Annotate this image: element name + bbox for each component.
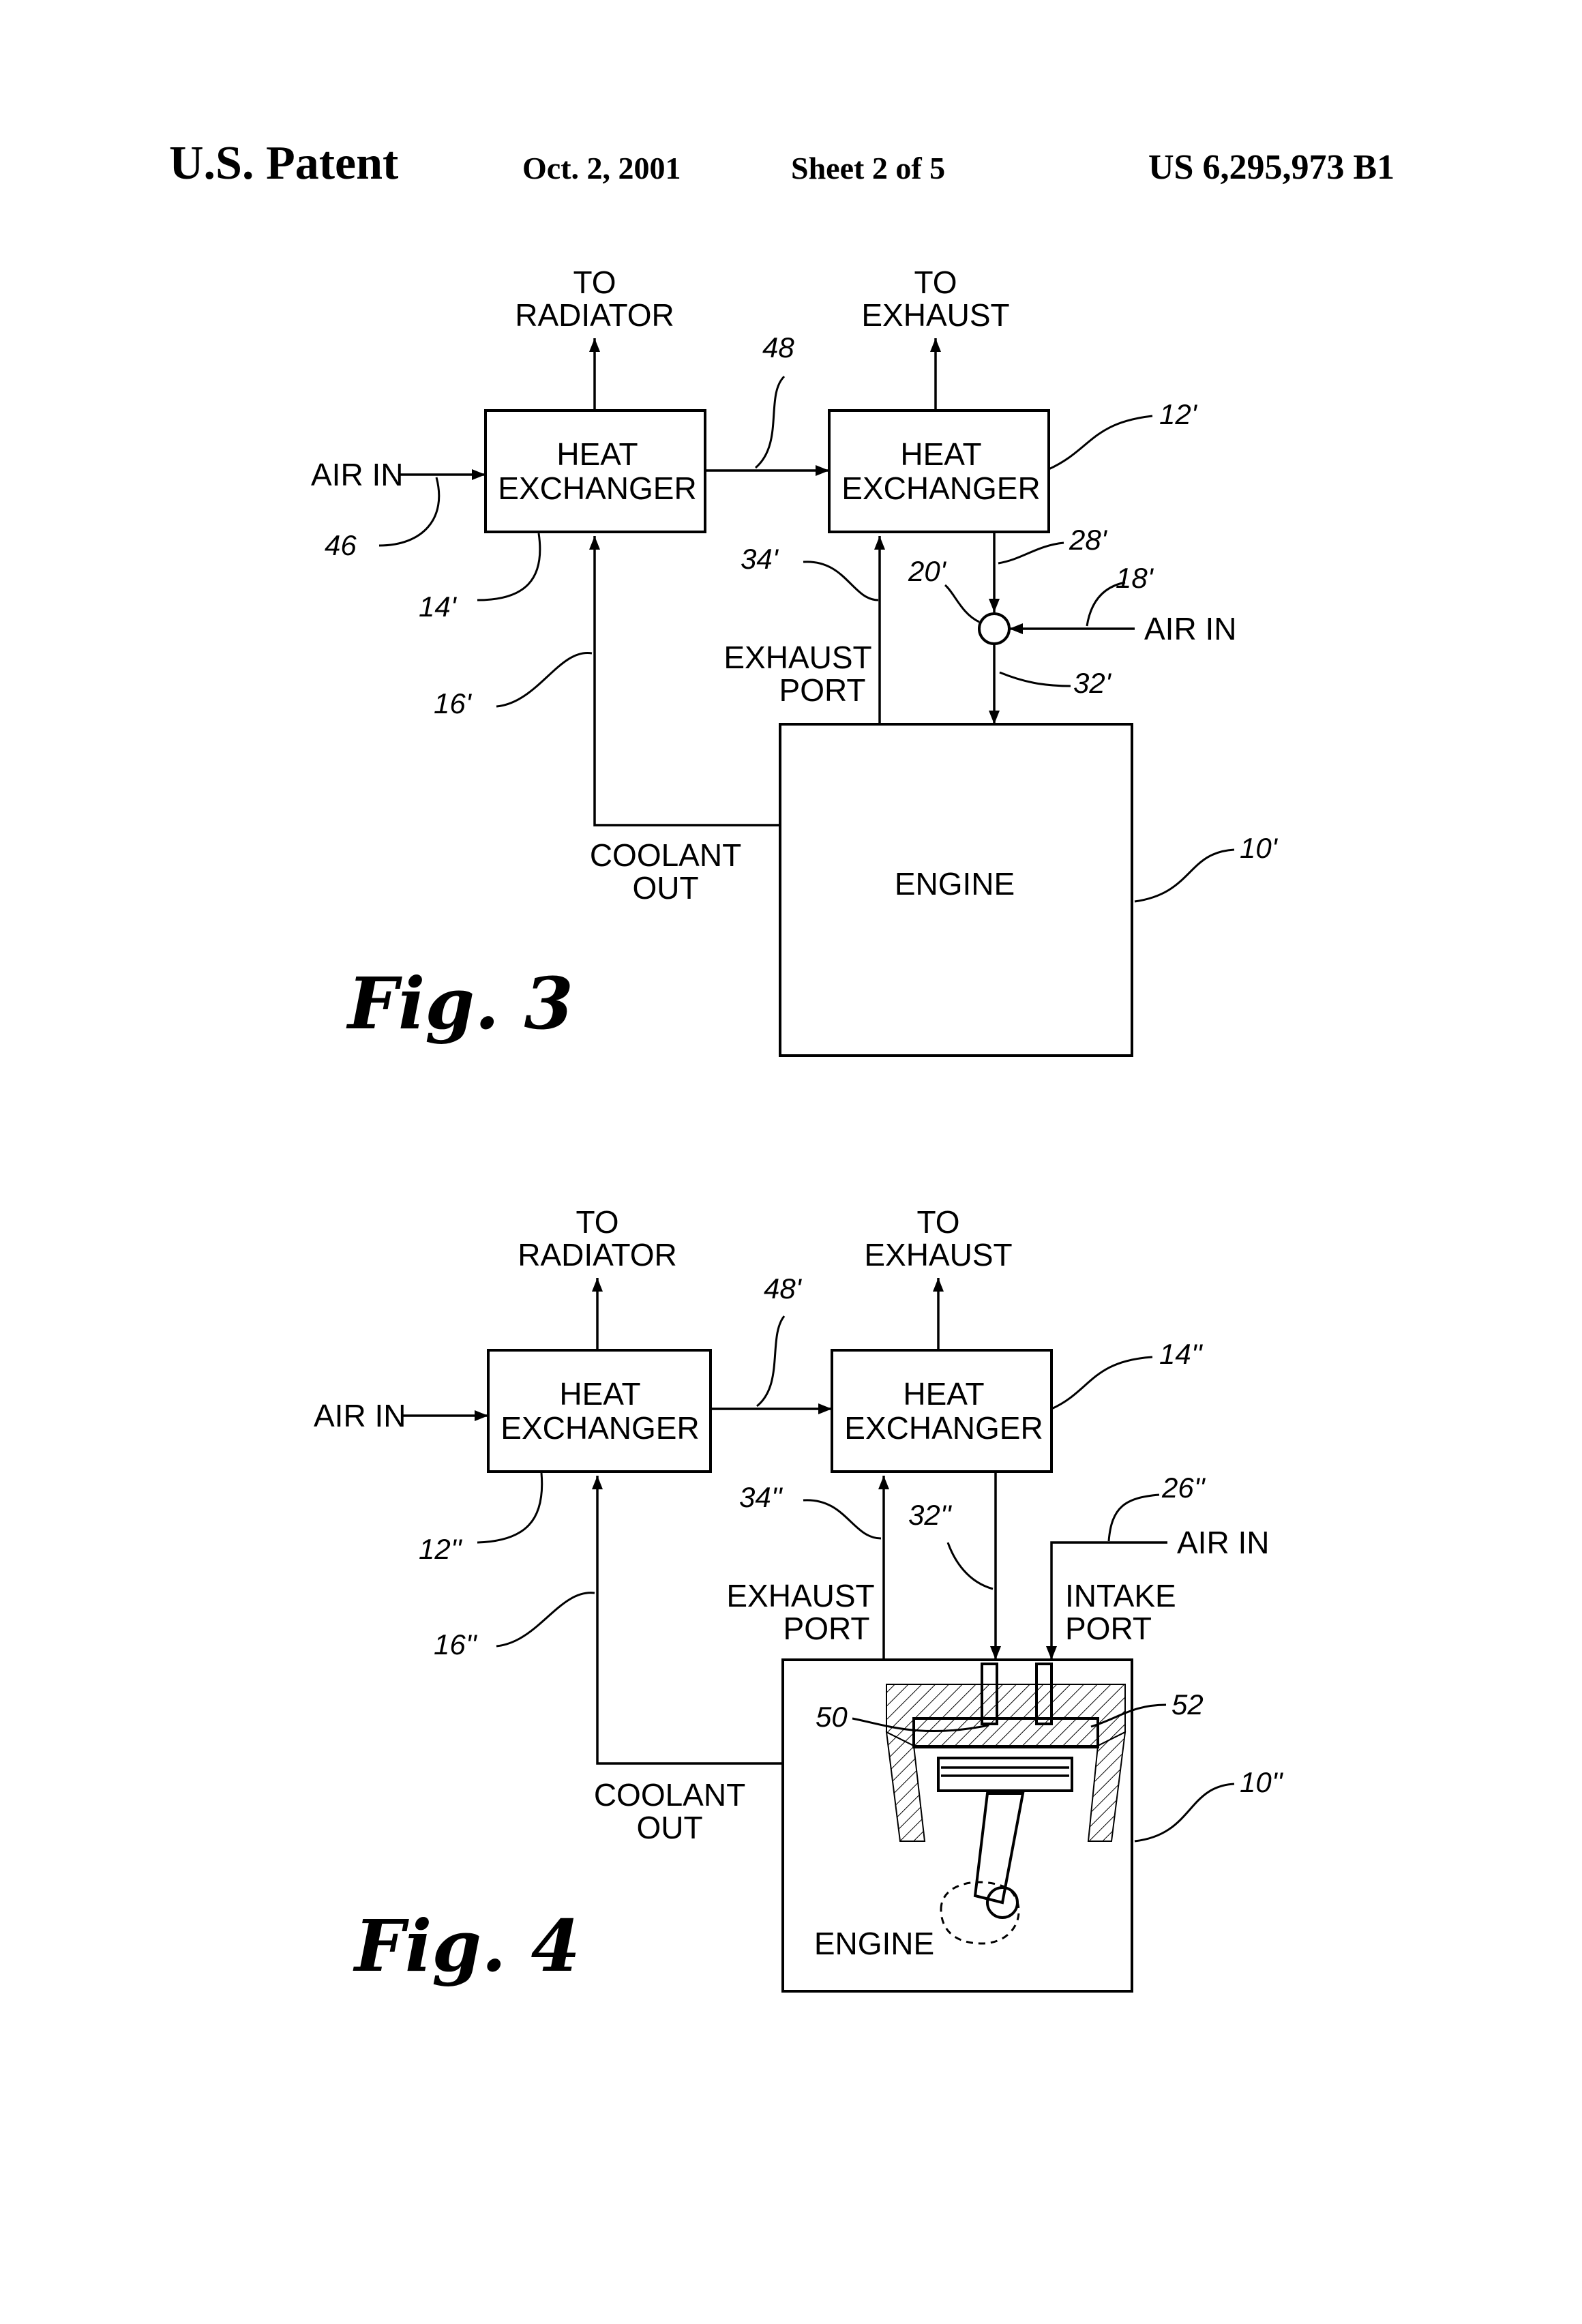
fig3-ref-14: 14'	[419, 591, 458, 623]
fig3-leader-48	[756, 376, 784, 468]
fig4-air-in-right: AIR IN	[1177, 1525, 1269, 1560]
fig3-hx-left-label-2: EXCHANGER	[498, 471, 696, 506]
fig3-leader-10	[1135, 850, 1234, 902]
fig4-hx-right-label-1: HEAT	[903, 1376, 984, 1412]
fig4-ref-52: 52	[1171, 1688, 1204, 1720]
fig4-to-exhaust-2: EXHAUST	[864, 1237, 1012, 1272]
sheet-number: Sheet 2 of 5	[791, 151, 945, 185]
fig4-ref-50: 50	[816, 1701, 848, 1733]
fig3-engine-label: ENGINE	[895, 866, 1015, 902]
figure-3: HEAT EXCHANGER HEAT EXCHANGER ENGINE TO …	[311, 265, 1279, 1056]
figure-4: HEAT EXCHANGER HEAT EXCHANGER ENGINE TO …	[314, 1204, 1284, 1991]
fig3-ref-46: 46	[325, 529, 357, 561]
fig4-leader-32	[948, 1543, 993, 1589]
fig3-ref-18: 18'	[1116, 562, 1154, 594]
fig3-ref-32: 32'	[1073, 667, 1112, 699]
fig3-ref-10: 10'	[1240, 832, 1279, 864]
fig3-hx-right-label-1: HEAT	[900, 436, 981, 472]
fig3-hx-left-label-1: HEAT	[556, 436, 638, 472]
fig3-ref-34: 34'	[741, 543, 779, 575]
fig4-engine-label: ENGINE	[814, 1926, 934, 1961]
fig4-exhaust-port-2: PORT	[783, 1611, 870, 1646]
fig3-leader-14	[477, 533, 540, 600]
fig4-leader-10	[1135, 1784, 1234, 1841]
fig4-leader-26	[1109, 1495, 1159, 1541]
fig4-air-in-left: AIR IN	[314, 1398, 406, 1433]
fig4-leader-34	[803, 1500, 881, 1538]
fig3-coolant-line	[595, 536, 780, 825]
fig4-piston	[938, 1758, 1072, 1791]
fig4-ref-14: 14''	[1159, 1338, 1204, 1370]
fig4-ref-10: 10''	[1240, 1766, 1284, 1798]
fig3-hx-right-label-2: EXCHANGER	[841, 471, 1040, 506]
fig4-to-radiator-1: TO	[576, 1204, 618, 1240]
fig4-leader-12	[477, 1473, 542, 1543]
fig3-leader-12	[1049, 416, 1152, 469]
fig4-ref-26: 26''	[1161, 1472, 1206, 1504]
fig3-exhaust-port-2: PORT	[779, 672, 866, 708]
fig3-leader-34	[803, 562, 878, 600]
fig4-coolant-out-2: OUT	[636, 1810, 702, 1845]
fig4-hx-left-label-1: HEAT	[559, 1376, 640, 1412]
fig4-ref-16: 16''	[434, 1628, 478, 1660]
fig3-leader-32	[1000, 672, 1071, 686]
fig4-intake-port-1: INTAKE	[1065, 1578, 1176, 1613]
fig3-caption: Fig. 3	[346, 962, 573, 1045]
fig3-leader-20	[945, 585, 979, 622]
fig4-leader-14	[1051, 1357, 1152, 1409]
fig3-ref-12: 12'	[1159, 398, 1198, 430]
fig3-leader-16	[496, 653, 592, 706]
fig3-air-in-left: AIR IN	[311, 457, 403, 492]
patent-label: U.S. Patent	[169, 137, 398, 190]
fig3-ref-20: 20'	[908, 555, 947, 587]
fig3-mixer-valve	[979, 614, 1009, 644]
patent-date: Oct. 2, 2001	[522, 151, 681, 185]
fig3-leader-28	[998, 543, 1064, 563]
fig4-coolant-out-1: COOLANT	[594, 1777, 745, 1813]
fig4-engine-cross-section	[886, 1664, 1125, 1943]
fig3-to-exhaust-1: TO	[914, 265, 957, 300]
fig4-ref-32: 32''	[908, 1499, 953, 1531]
fig4-leader-48	[757, 1316, 784, 1406]
fig3-to-exhaust-2: EXHAUST	[861, 297, 1009, 333]
patent-number: US 6,295,973 B1	[1148, 148, 1394, 187]
fig4-ref-34: 34''	[739, 1481, 783, 1513]
fig3-ref-16: 16'	[434, 687, 473, 719]
fig3-coolant-out-2: OUT	[632, 870, 698, 906]
fig4-ref-12: 12''	[419, 1533, 463, 1565]
fig4-cylinder-head	[886, 1684, 1125, 1746]
fig4-exhaust-port-1: EXHAUST	[726, 1578, 874, 1613]
fig3-to-radiator-1: TO	[573, 265, 616, 300]
fig4-hx-left-label-2: EXCHANGER	[501, 1410, 699, 1446]
fig3-air-in-right: AIR IN	[1144, 611, 1236, 646]
fig4-hx-right-label-2: EXCHANGER	[844, 1410, 1043, 1446]
fig4-leader-16	[496, 1593, 595, 1646]
fig3-exhaust-port-1: EXHAUST	[723, 640, 871, 675]
fig4-ref-48: 48'	[764, 1272, 803, 1305]
fig4-connecting-rod	[975, 1793, 1023, 1903]
fig4-caption: Fig. 4	[353, 1904, 580, 1988]
fig3-coolant-out-1: COOLANT	[590, 837, 741, 873]
fig4-to-exhaust-1: TO	[916, 1204, 959, 1240]
fig3-ref-48: 48	[762, 331, 794, 363]
fig4-to-radiator-2: RADIATOR	[518, 1237, 676, 1272]
fig4-intake-port-2: PORT	[1065, 1611, 1152, 1646]
fig3-ref-28: 28'	[1069, 524, 1108, 556]
fig4-crank-web	[941, 1882, 1019, 1943]
fig3-to-radiator-2: RADIATOR	[515, 297, 674, 333]
fig4-coolant-line	[597, 1476, 783, 1763]
